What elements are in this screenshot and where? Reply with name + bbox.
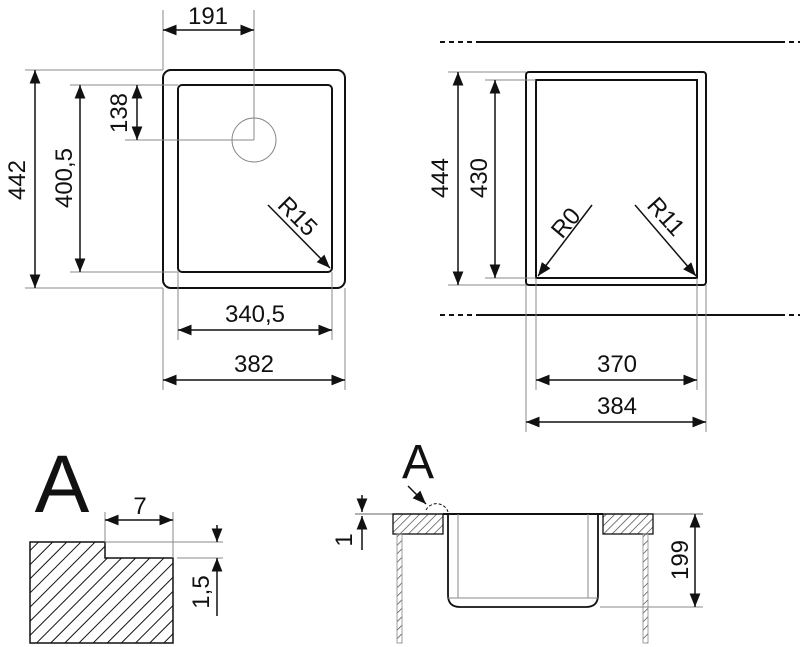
dim-382: 382 (234, 351, 274, 378)
dim-444: 444 (427, 158, 454, 198)
outer-outline (525, 71, 707, 286)
dim-400-5: 400,5 (51, 148, 78, 208)
radius-r15: R15 (272, 192, 322, 242)
radius-r0: R0 (546, 203, 586, 244)
hatched-profile (29, 541, 174, 644)
dim-138: 138 (106, 93, 133, 133)
section-view: A 199 1 (331, 436, 703, 644)
dim-199: 199 (667, 540, 694, 580)
left-top-view: 191 138 400,5 442 R15 340,5 382 (4, 3, 346, 390)
right-top-view: 444 430 R0 R11 370 384 (427, 41, 800, 432)
dim-384: 384 (597, 393, 637, 420)
inner-bowl (535, 79, 698, 279)
inner-bowl (177, 84, 333, 273)
dim-340-5: 340,5 (225, 301, 285, 328)
dim-430: 430 (466, 158, 493, 198)
detail-a: A 7 1,5 (29, 439, 223, 644)
section-label: A (402, 436, 434, 489)
dim-7: 7 (133, 493, 146, 520)
dim-370: 370 (597, 351, 637, 378)
radius-r11: R11 (641, 192, 689, 241)
sink-bowl (447, 514, 599, 608)
dim-1-5: 1,5 (188, 575, 215, 608)
dim-1: 1 (331, 533, 358, 546)
dim-442: 442 (4, 160, 31, 200)
dim-191: 191 (188, 3, 228, 30)
detail-label: A (35, 439, 90, 530)
